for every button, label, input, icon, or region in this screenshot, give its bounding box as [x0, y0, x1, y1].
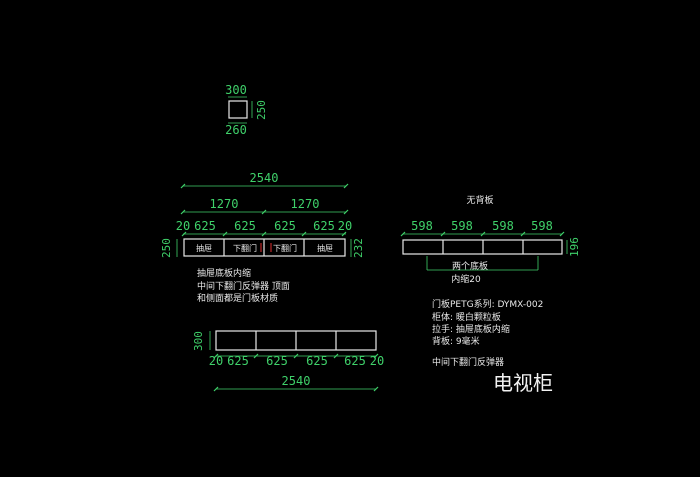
- front-left-height-dim: 250: [160, 238, 173, 258]
- front-half-left-dim: 1270: [210, 197, 239, 211]
- spec-line-1: 门板PETG系列: DYMX-002: [432, 298, 543, 310]
- back-seg-dim-3: 598: [531, 219, 553, 233]
- plan-height-dim: 300: [192, 331, 205, 351]
- front-right-height-dim: 232: [352, 238, 365, 258]
- front-drawer-label-2: 下翻门: [273, 243, 297, 253]
- small-box-right-dim: 250: [255, 100, 268, 120]
- front-seg-dim-2: 625: [234, 219, 256, 233]
- small-box-rect: [228, 100, 248, 119]
- front-drawer-label-0: 抽屉: [196, 243, 212, 253]
- plan-total-dim: 2540: [282, 374, 311, 388]
- front-note-0: 抽屉底板内缩: [197, 267, 251, 279]
- small-box-bottom-dim: 260: [225, 123, 247, 137]
- plan-seg-dim-3: 625: [306, 354, 328, 368]
- spec-line-5: 中间下翻门反弹器: [432, 356, 504, 368]
- back-seg-dim-0: 598: [411, 219, 433, 233]
- front-seg-dim-0: 20: [176, 219, 190, 233]
- plan-seg-dim-0: 20: [209, 354, 223, 368]
- back-note-2: 内缩20: [451, 273, 481, 285]
- back-height-dim: 196: [568, 237, 581, 257]
- plan-seg-dim-1: 625: [227, 354, 249, 368]
- small-section-box: 300 250 260: [225, 83, 268, 137]
- spec-notes: 门板PETG系列: DYMX-002 柜体: 暖白颗粒板 拉手: 抽屉底板内缩 …: [432, 298, 543, 368]
- front-seg-dim-1: 625: [194, 219, 216, 233]
- front-note-1: 中间下翻门反弹器 顶面: [197, 280, 290, 292]
- front-seg-dim-3: 625: [274, 219, 296, 233]
- back-seg-dim-2: 598: [492, 219, 514, 233]
- front-seg-dim-5: 20: [338, 219, 352, 233]
- back-seg-dim-1: 598: [451, 219, 473, 233]
- front-drawer-label-3: 抽屉: [317, 243, 333, 253]
- back-note-1: 两个底板: [452, 260, 488, 272]
- plan-seg-dim-2: 625: [266, 354, 288, 368]
- front-total-dim: 2540: [250, 171, 279, 185]
- spec-line-2: 柜体: 暖白颗粒板: [432, 311, 501, 323]
- front-notes: 抽屉底板内缩 中间下翻门反弹器 顶面 和侧面都是门板材质: [197, 267, 290, 304]
- front-note-2: 和侧面都是门板材质: [197, 292, 278, 304]
- back-view: 无背板 598 598 598 598 196 两个底板 内缩20: [400, 194, 581, 285]
- plan-seg-dim-5: 20: [370, 354, 384, 368]
- spec-line-4: 背板: 9毫米: [432, 335, 480, 347]
- plan-view: 300 20 625 625 625 625 20 2540: [192, 330, 384, 392]
- front-half-right-dim: 1270: [291, 197, 320, 211]
- front-seg-dim-4: 625: [313, 219, 335, 233]
- plan-seg-dim-4: 625: [344, 354, 366, 368]
- front-drawer-label-1: 下翻门: [233, 243, 257, 253]
- back-title: 无背板: [466, 194, 493, 206]
- spec-line-3: 拉手: 抽屉底板内缩: [432, 323, 510, 335]
- small-box-top-dim: 300: [225, 83, 247, 97]
- drawing-title: 电视柜: [493, 371, 553, 395]
- front-elevation: 2540 1270 1270 20 625 625 625 625 20 250…: [160, 171, 365, 258]
